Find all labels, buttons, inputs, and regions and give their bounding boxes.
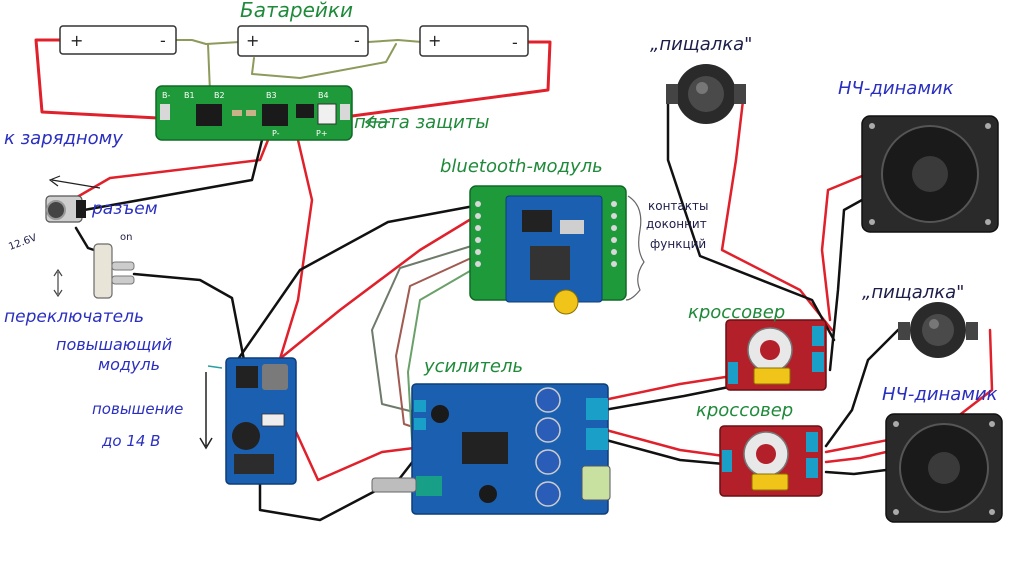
wire-boost-to-amp-black (258, 458, 416, 522)
wire-prot-red-down (274, 138, 314, 374)
tweeter-top-label: „пищалка" (650, 34, 752, 55)
wire-cross-to-woofer-top-red (820, 174, 864, 322)
wire-amp-to-cross-bot-black (604, 438, 726, 466)
battery-3: + - (419, 25, 529, 57)
pcb-mark-b3: B3 (266, 91, 277, 100)
wire-bt-to-amp-1 (371, 243, 479, 413)
extra-contacts-label-1: контакты (648, 199, 709, 213)
boost-module-label-2: модуль (98, 355, 160, 374)
battery-3-minus: - (512, 33, 518, 52)
wire-cross-to-tweeter-top-black (666, 98, 836, 342)
woofer-top (861, 115, 999, 233)
tweeter-bottom-label: „пищалка" (862, 282, 964, 303)
toggle-switch (53, 243, 135, 299)
battery-wire-right (350, 40, 552, 118)
wire-prot-to-connector-red (70, 138, 270, 202)
pcb-mark-p-minus: P- (272, 129, 280, 138)
boost-arrow (199, 372, 213, 450)
wire-cross-to-tweeter-top-red (720, 90, 834, 332)
boost-to-label-2: до 14 В (101, 432, 160, 450)
boost-pointer (207, 365, 223, 369)
battery-link-2 (367, 39, 423, 43)
wire-boost-to-bt-red (264, 214, 478, 372)
crossover-bottom (719, 425, 823, 497)
wire-amp-to-cross-top-red (602, 374, 734, 402)
wire-cross-to-woofer-bot-black (824, 468, 888, 476)
wire-prot-to-connector-black (82, 138, 264, 212)
woofer-bottom-label: НЧ-динамик (882, 384, 998, 405)
pcb-mark-b-minus: B- (162, 91, 170, 100)
battery-3-plus: + (428, 31, 441, 50)
protection-arrow (364, 115, 390, 129)
battery-1-plus: + (70, 31, 83, 50)
battery-2: + - (237, 25, 369, 57)
wire-amp-to-cross-top-black (602, 384, 736, 412)
bluetooth-module-label: bluetooth-модуль (440, 156, 603, 177)
crossover-top (725, 319, 827, 391)
wire-cross-to-woofer-top-black (828, 198, 864, 372)
woofer-bottom (885, 413, 1003, 523)
woofer-top-label: НЧ-динамик (838, 78, 954, 99)
charger-arrow (48, 175, 101, 189)
wires (34, 38, 994, 522)
wire-cross-to-woofer-bot-red (824, 450, 888, 464)
pcb-mark-b4: B4 (318, 91, 329, 100)
crossover-bottom-label: кроссовер (696, 400, 793, 421)
battery-1-minus: - (160, 31, 166, 50)
pcb-mark-p-plus: P+ (316, 129, 328, 138)
pcb-mark-b1: B1 (184, 91, 195, 100)
to-charger-label: к зарядному (4, 128, 123, 149)
balance-wire-1 (207, 43, 211, 93)
amplifier-label: усилитель (423, 356, 523, 377)
boost-module (225, 357, 297, 485)
protection-board-label: плата защиты (354, 112, 490, 133)
dc-connector (45, 195, 86, 223)
wire-cross-to-tweeter-bot-red (824, 328, 994, 454)
extra-contacts-bracket (625, 195, 645, 301)
wire-bt-to-amp-2 (395, 253, 481, 429)
switch-on-label: on (120, 232, 132, 243)
bluetooth-module (469, 185, 627, 315)
wire-amp-to-cross-bot-red (604, 428, 726, 458)
extra-contacts-label-3: функций (650, 237, 706, 251)
boost-to-label-1: повышение (92, 400, 183, 418)
batteries: + - + - + - Батарейки (59, 0, 529, 57)
wire-switch-to-boost (132, 272, 246, 362)
pcb-mark-b2: B2 (214, 91, 225, 100)
balance-wire-2 (251, 43, 397, 79)
wire-boost-to-amp-red (284, 408, 416, 482)
protection-board: B- B1 B2 B3 B4 P- P+ (155, 85, 353, 141)
extra-contacts-label-2: доконнит (646, 217, 707, 231)
tweeter-bottom (898, 302, 978, 358)
battery-link-1 (175, 39, 241, 45)
crossover-top-label: кроссовер (688, 302, 785, 323)
voltage-in-label: 12.6V (7, 232, 38, 252)
battery-2-plus: + (246, 31, 259, 50)
battery-2-minus: - (354, 31, 360, 50)
amplifier (371, 383, 611, 515)
wire-cross-to-tweeter-bot-black (824, 328, 900, 448)
tweeter-top (666, 64, 746, 124)
switch-label: переключатель (4, 307, 144, 327)
batteries-label: Батарейки (240, 0, 353, 22)
battery-wire-left (34, 38, 160, 120)
battery-1: + - (59, 25, 177, 55)
wire-boost-to-bt-black (230, 204, 476, 370)
connector-label: разъем (91, 199, 158, 219)
boost-module-label-1: повышающий (56, 335, 172, 354)
